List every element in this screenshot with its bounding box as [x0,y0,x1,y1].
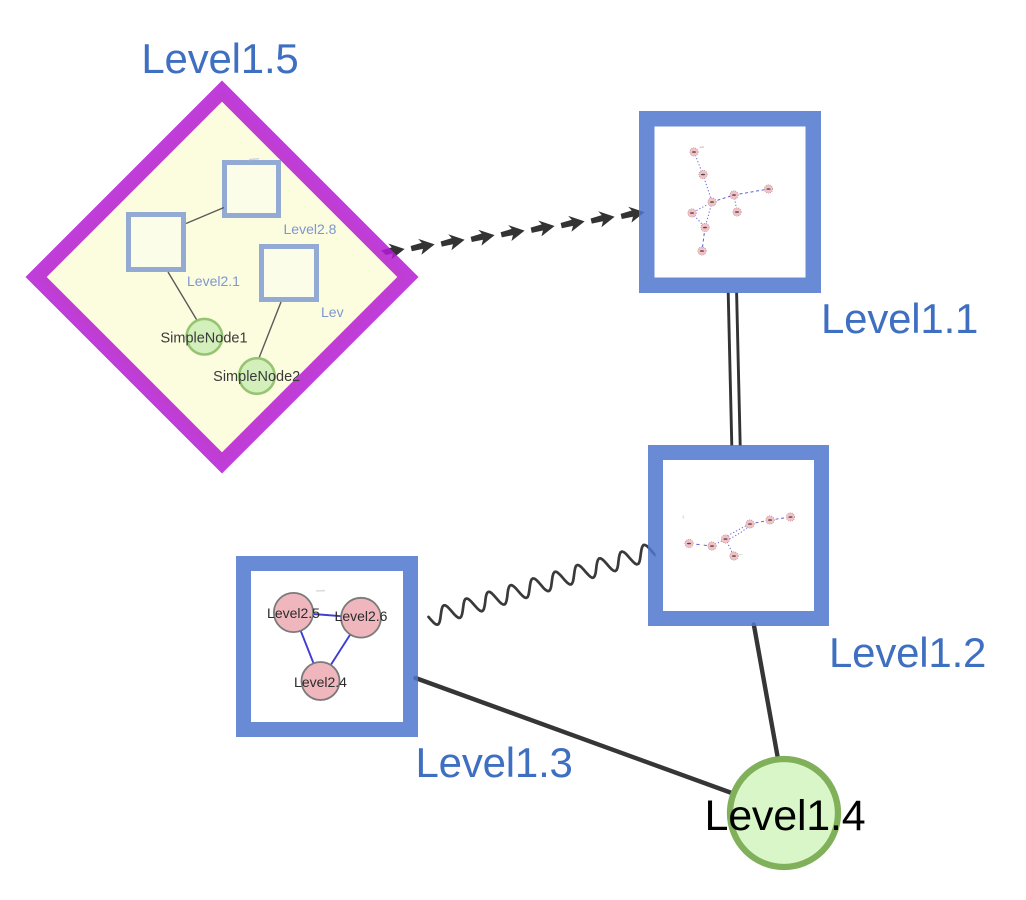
svg-text:SimpleNode1: SimpleNode1 [160,330,247,346]
svg-text:Level2.1: Level2.1 [187,273,240,289]
svg-text:SimpleNode2: SimpleNode2 [213,369,300,385]
svg-text:Level2.5: Level2.5 [267,605,320,621]
svg-text:Level1.5: Level1.5 [141,35,298,82]
svg-text:Level1.4: Level1.4 [705,792,866,840]
svg-text:Level1.2: Level1.2 [829,629,986,676]
svg-text:Level1.1: Level1.1 [821,295,978,342]
svg-text:Lev: Lev [321,304,344,320]
svg-text:Level2.6: Level2.6 [335,608,388,624]
svg-text:Level2.4: Level2.4 [294,674,347,690]
svg-text:Level2.8: Level2.8 [284,221,337,237]
svg-text:Level1.3: Level1.3 [416,739,573,786]
